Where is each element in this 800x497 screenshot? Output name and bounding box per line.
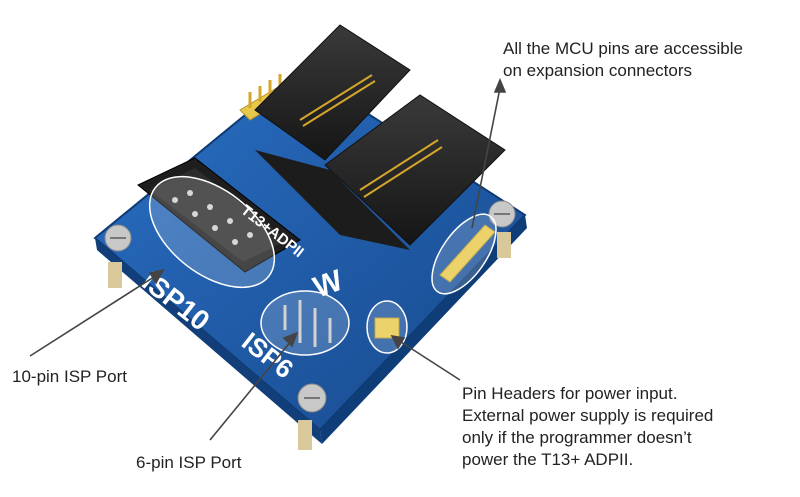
power-line-4: power the T13+ ADPII.: [462, 450, 634, 469]
socket-base: [255, 150, 410, 250]
isp10-caption: 10-pin ISP Port: [12, 367, 127, 386]
power-highlight: [366, 300, 408, 354]
standoff-foot: [108, 262, 122, 288]
mcu-pins-line-2: on expansion connectors: [503, 61, 693, 80]
isp10-pins: [172, 190, 253, 245]
isp6-caption: 6-pin ISP Port: [136, 453, 242, 472]
power-pin-header: [374, 317, 400, 339]
pcb-edge: [320, 215, 527, 444]
leader-lines: [29, 77, 507, 441]
isp6-pin-header: [283, 300, 332, 347]
socket-contacts: [299, 74, 443, 198]
mcu-pins-line-1: All the MCU pins are accessible: [503, 39, 743, 58]
soic-socket-front: [324, 94, 506, 246]
power-line-2: External power supply is required: [462, 406, 714, 425]
right-expansion-header: [439, 224, 496, 283]
pcb-edge-left: [95, 238, 322, 444]
mcu-pins-annotation: All the MCU pins are accessible on expan…: [503, 38, 743, 82]
expansion-highlight: [431, 213, 497, 295]
isp6-highlight: [260, 290, 350, 356]
standoff-foot: [497, 232, 511, 258]
power-line-3: only if the programmer doesn’t: [462, 428, 692, 447]
power-header-annotation: Pin Headers for power input. External po…: [462, 383, 713, 471]
power-line-1: Pin Headers for power input.: [462, 384, 678, 403]
standoff-foot: [298, 420, 312, 450]
isp10-highlight: [148, 175, 276, 289]
soic-socket-rear: [254, 24, 411, 161]
